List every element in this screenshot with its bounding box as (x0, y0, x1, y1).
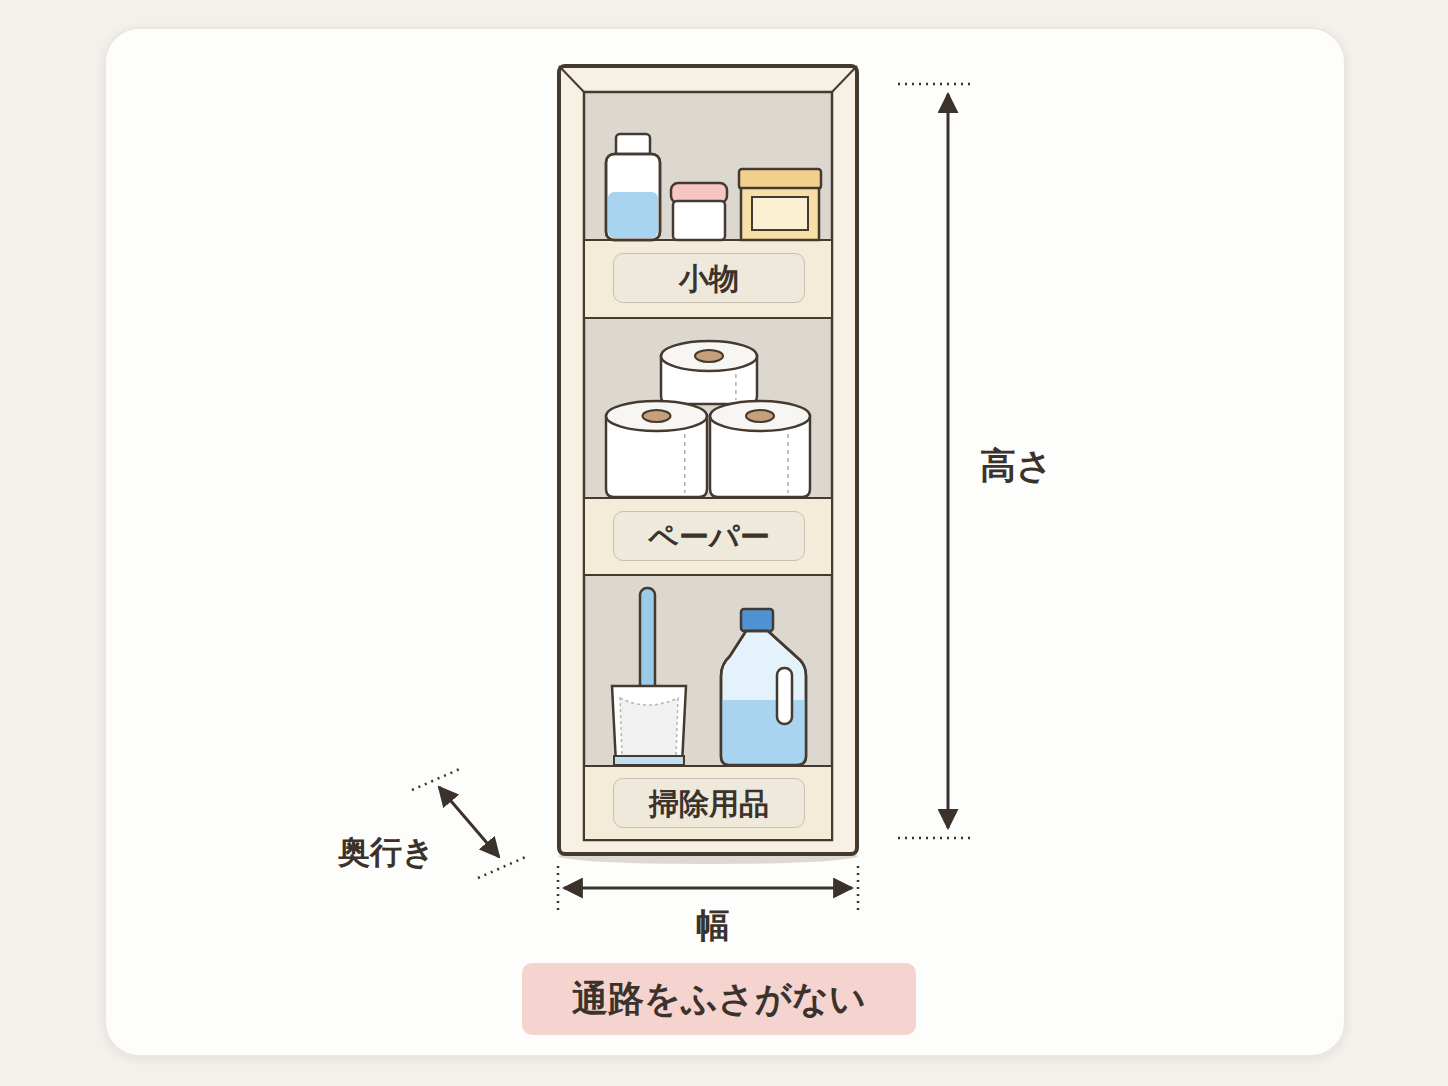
width-dimension (564, 887, 852, 890)
label-text: 奥行き (338, 835, 435, 870)
dimension-label: 高さ (976, 444, 1057, 488)
paper-roll (710, 401, 810, 497)
paper-roll (661, 341, 757, 371)
paper-roll (606, 341, 810, 497)
node-text: ペーパー (648, 520, 770, 553)
toilet-brush (640, 588, 655, 692)
depth-dimension (478, 856, 528, 878)
card (105, 28, 1345, 1056)
shelf-label: 掃除用品 (613, 778, 805, 828)
height-dimension (898, 837, 975, 840)
shelf-frame (559, 66, 857, 854)
bottle (606, 154, 660, 240)
paper-roll (710, 401, 810, 431)
detergent-bottle (721, 631, 806, 765)
bottle (606, 134, 660, 240)
label-text: 高さ (980, 446, 1053, 486)
toilet-brush (612, 686, 686, 764)
paper-roll (643, 410, 671, 422)
detergent-bottle (721, 609, 806, 765)
shelf-label: 小物 (613, 253, 805, 303)
toilet-brush (612, 588, 686, 765)
storage-box (752, 197, 808, 230)
height-dimension (947, 94, 950, 828)
node-text: 通路をふさがない (572, 979, 866, 1019)
paper-roll (746, 410, 774, 422)
shelf-frame (559, 66, 857, 854)
bottle (606, 154, 660, 240)
card (105, 28, 1345, 1056)
depth-dimension (412, 768, 462, 790)
width-dimension (857, 866, 860, 914)
shelf-board (584, 766, 832, 840)
paper-roll (661, 341, 757, 404)
dimension-label: 奥行き (334, 833, 439, 872)
shelf-board (584, 240, 832, 318)
jar (673, 201, 725, 240)
detergent-bottle (721, 631, 806, 765)
shelf-frame (832, 66, 857, 92)
bottle (616, 134, 650, 156)
shelf-board (584, 240, 832, 840)
note-pill: 通路をふさがない (522, 963, 916, 1035)
paper-roll (787, 434, 789, 493)
paper-roll (735, 374, 737, 400)
toilet-brush (620, 698, 678, 756)
bottle (608, 192, 658, 238)
node-text: 掃除用品 (649, 787, 769, 820)
storage-box (739, 169, 821, 189)
depth-dimension (439, 787, 499, 857)
node-text: 小物 (679, 262, 739, 295)
label-text: 幅 (696, 907, 730, 944)
height-dimension (898, 84, 975, 838)
detergent-bottle (741, 609, 773, 631)
storage-box (739, 169, 821, 240)
paper-roll (695, 350, 723, 362)
paper-roll (606, 401, 707, 431)
jar (671, 183, 727, 240)
shelf-frame (584, 92, 832, 840)
toilet-brush (614, 756, 684, 765)
shelf-frame (559, 66, 584, 92)
height-dimension (898, 83, 975, 86)
paper-roll (606, 401, 707, 497)
paper-roll (684, 434, 686, 493)
storage-box (741, 188, 819, 240)
detergent-bottle (777, 668, 792, 724)
dimension-label: 幅 (692, 905, 734, 946)
shelf-label: ペーパー (613, 511, 805, 561)
shelf-board (584, 498, 832, 575)
width-dimension (557, 866, 560, 914)
